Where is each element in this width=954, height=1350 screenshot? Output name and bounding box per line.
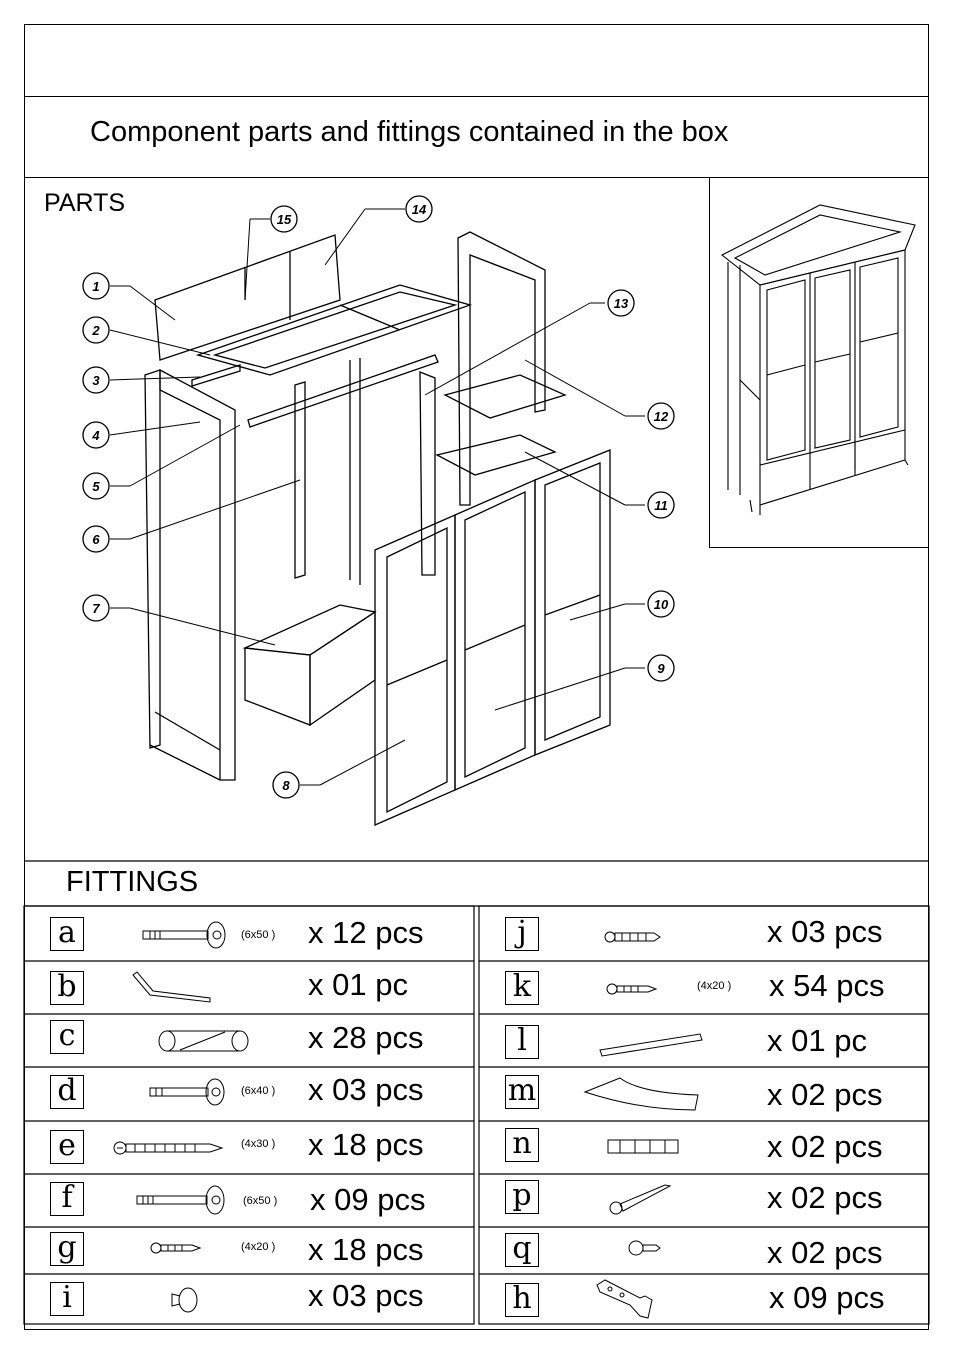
callout-8: 8	[282, 778, 290, 793]
fitting-letter-n: n	[505, 1128, 539, 1162]
fitting-qty-k: x 54 pcs	[769, 968, 885, 1003]
fitting-size-e: (4x30 )	[241, 1138, 276, 1150]
assembled-wardrobe-icon	[720, 204, 916, 515]
fittings-grid	[23, 905, 930, 1325]
callout-1: 1	[92, 279, 99, 294]
fitting-letter-h: h	[505, 1283, 539, 1317]
fitting-qty-g: x 18 pcs	[308, 1232, 424, 1267]
callout-7: 7	[92, 601, 100, 616]
hinge-icon	[596, 1279, 653, 1319]
fitting-qty-h: x 09 pcs	[769, 1280, 885, 1315]
callout-3: 3	[92, 373, 100, 388]
fitting-qty-m: x 02 pcs	[767, 1077, 883, 1112]
callout-6: 6	[92, 532, 100, 547]
fitting-qty-e: x 18 pcs	[308, 1127, 424, 1162]
callout-2: 2	[91, 323, 100, 338]
fitting-size-f: (6x50 )	[243, 1195, 278, 1207]
fitting-qty-a: x 12 pcs	[308, 915, 424, 950]
fitting-size-k: (4x20 )	[697, 980, 732, 992]
wall-plug-icon	[607, 1139, 679, 1154]
fitting-letter-d: d	[50, 1075, 84, 1109]
pan-head-screw-icon	[628, 1240, 661, 1256]
callout-10: 10	[654, 597, 669, 612]
bolt-icon	[149, 1078, 225, 1106]
callout-leaders	[109, 208, 645, 786]
fitting-letter-i: i	[50, 1282, 84, 1316]
callout-9: 9	[657, 661, 665, 676]
exploded-wardrobe-drawing	[144, 231, 611, 826]
title-row	[24, 96, 929, 178]
fitting-letter-k: k	[505, 971, 539, 1005]
fitting-qty-j: x 03 pcs	[767, 914, 883, 949]
bracket-icon	[583, 1077, 699, 1111]
fitting-letter-j: j	[505, 917, 539, 951]
fitting-qty-n: x 02 pcs	[767, 1129, 883, 1164]
wooden-dowel-icon	[158, 1030, 249, 1052]
fitting-size-d: (6x40 )	[241, 1085, 276, 1097]
fitting-qty-i: x 03 pcs	[308, 1278, 424, 1313]
fitting-letter-l: l	[505, 1025, 539, 1059]
callout-11: 11	[654, 498, 668, 513]
callout-12: 12	[654, 409, 669, 424]
fitting-letter-g: g	[50, 1232, 84, 1266]
fittings-heading: FITTINGS	[66, 866, 199, 898]
fitting-letter-p: p	[505, 1180, 539, 1214]
screw-icon	[604, 931, 661, 943]
callout-4: 4	[91, 428, 100, 443]
callout-5: 5	[92, 479, 100, 494]
fitting-qty-p: x 02 pcs	[767, 1180, 883, 1215]
fitting-letter-q: q	[505, 1233, 539, 1267]
long-bolt-icon	[142, 921, 226, 949]
fitting-letter-c: c	[50, 1020, 84, 1054]
knob-icon	[171, 1287, 198, 1313]
fitting-qty-q: x 02 pcs	[767, 1235, 883, 1270]
fitting-letter-m: m	[505, 1075, 539, 1109]
callout-13: 13	[614, 296, 629, 311]
assembled-preview-box	[709, 177, 929, 548]
page-title: Component parts and fittings contained i…	[90, 116, 729, 148]
fitting-letter-f: f	[50, 1182, 84, 1216]
callout-circles	[82, 195, 675, 799]
fitting-letter-b: b	[50, 971, 84, 1005]
callout-15: 15	[277, 212, 292, 227]
short-screw-icon	[150, 1242, 202, 1254]
fitting-letter-a: a	[50, 917, 84, 951]
parts-heading: PARTS	[44, 189, 126, 217]
long-screw-icon	[113, 1141, 224, 1155]
hanging-rail-icon	[599, 1033, 703, 1057]
short-screw-icon-k	[606, 983, 658, 995]
fitting-qty-c: x 28 pcs	[308, 1020, 424, 1055]
allen-key-icon	[132, 971, 211, 1003]
fitting-size-g: (4x20 )	[241, 1241, 276, 1253]
fitting-qty-d: x 03 pcs	[308, 1072, 424, 1107]
fitting-size-a: (6x50 )	[241, 929, 276, 941]
fitting-letter-e: e	[50, 1130, 84, 1164]
fitting-qty-f: x 09 pcs	[310, 1182, 426, 1217]
fitting-qty-l: x 01 pc	[767, 1023, 867, 1058]
long-bolt-icon-f	[136, 1185, 225, 1215]
callout-14: 14	[412, 202, 427, 217]
fitting-qty-b: x 01 pc	[308, 967, 408, 1002]
wood-screw-icon	[609, 1184, 672, 1215]
